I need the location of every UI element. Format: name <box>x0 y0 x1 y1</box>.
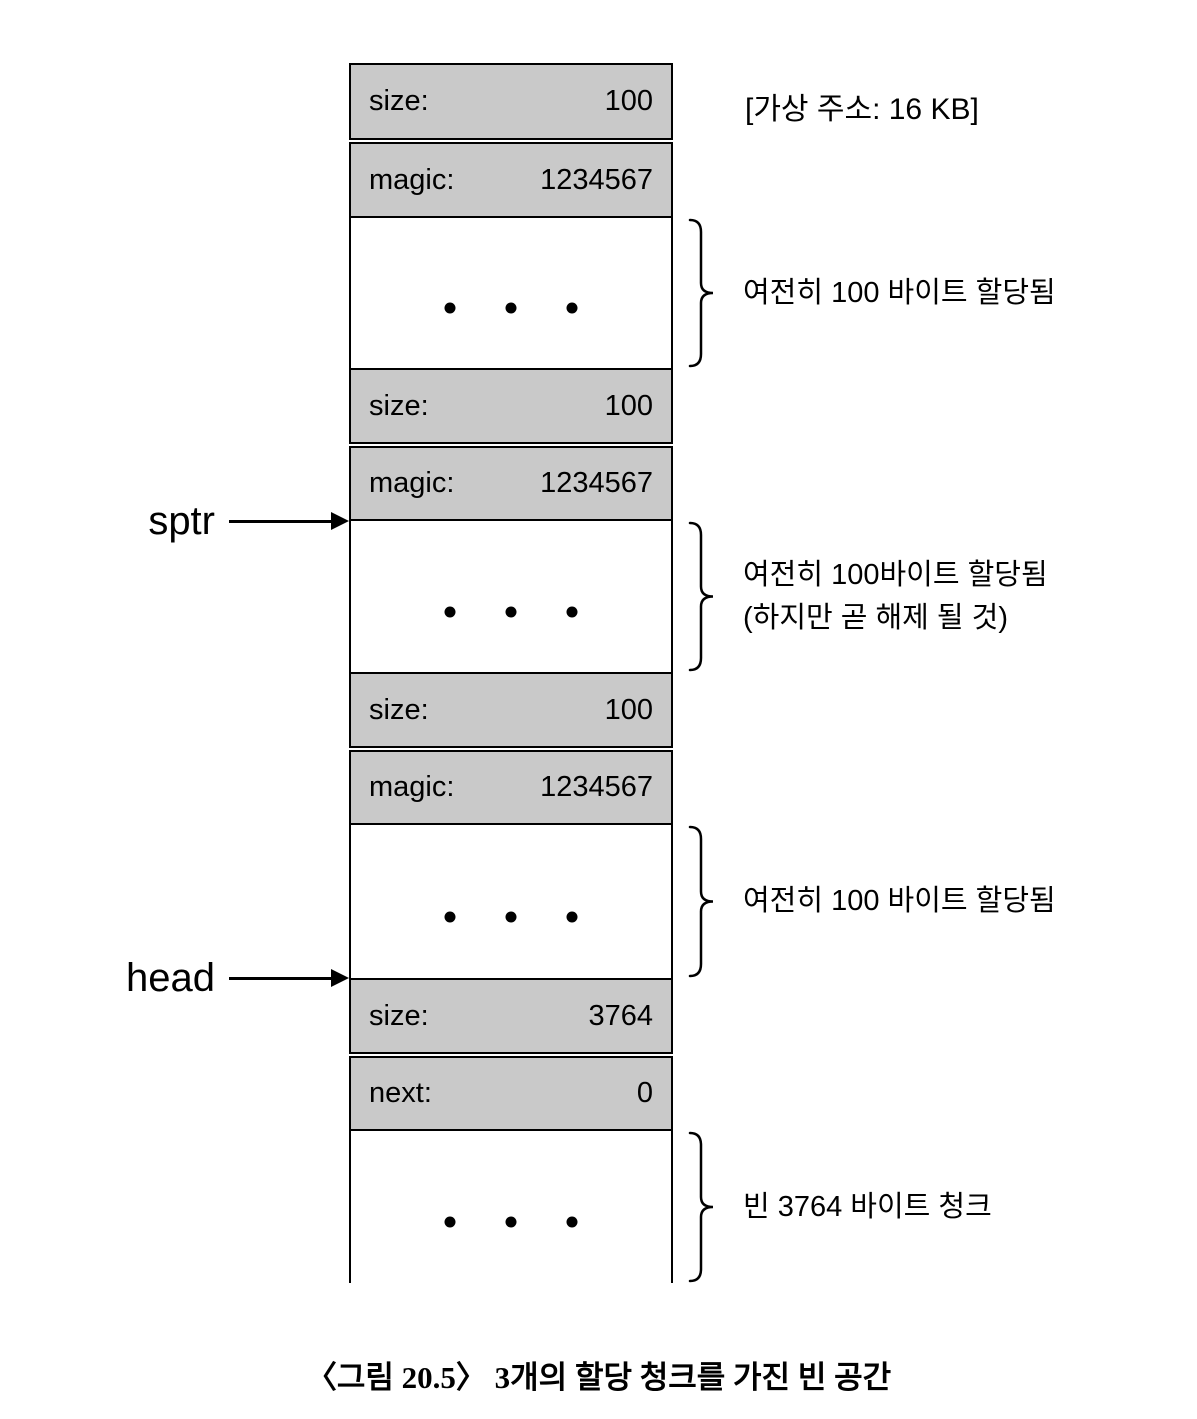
field-label: size: <box>369 693 429 726</box>
chunk1-body-region <box>349 218 673 368</box>
ellipsis-dots <box>444 606 578 618</box>
chunk3-body-region <box>349 825 673 978</box>
field-label: magic: <box>369 163 455 196</box>
field-label: size: <box>369 389 429 422</box>
virtual-address-note: [가상 주소: 16 KB] <box>745 93 979 126</box>
memory-column: size: 100 magic: 1234567 size: 100 magic… <box>349 63 673 1283</box>
sptr-label: sptr <box>148 499 215 543</box>
brace-icon <box>688 521 714 672</box>
free-chunk-body-region <box>349 1131 673 1283</box>
annotation-text: 빈 3764 바이트 청크 <box>743 1190 992 1223</box>
field-label: size: <box>369 999 429 1032</box>
brace-icon <box>688 1131 714 1283</box>
field-label: next: <box>369 1077 432 1109</box>
field-value: 1234567 <box>540 163 653 196</box>
ellipsis-dots <box>444 911 578 923</box>
sptr-pointer: sptr <box>148 501 349 541</box>
free-chunk-next-cell: next: 0 <box>349 1056 673 1131</box>
brace-icon <box>688 825 714 978</box>
field-label: size: <box>369 85 429 117</box>
annotation-allocated-1: 여전히 100 바이트 할당됨 <box>687 218 1056 368</box>
field-value: 1234567 <box>540 771 653 803</box>
brace-icon <box>688 218 714 368</box>
chunk2-body-region <box>349 521 673 672</box>
chunk1-magic-cell: magic: 1234567 <box>349 142 673 218</box>
field-value: 0 <box>636 1077 653 1109</box>
annotation-allocated-2: 여전히 100바이트 할당됨 (하지만 곧 해제 될 것) <box>687 521 1048 672</box>
figure-caption: 〈그림 20.5〉 3개의 할당 청크를 가진 빈 공간 <box>305 1360 892 1395</box>
field-value: 100 <box>604 389 653 422</box>
field-value: 3764 <box>588 999 653 1032</box>
chunk2-size-cell: size: 100 <box>349 368 673 444</box>
head-label: head <box>126 956 215 1000</box>
chunk3-size-cell: size: 100 <box>349 672 673 748</box>
free-chunk-size-cell: size: 3764 <box>349 978 673 1054</box>
annotation-free-chunk: 빈 3764 바이트 청크 <box>687 1131 992 1283</box>
head-pointer: head <box>126 958 349 998</box>
field-value: 100 <box>604 693 653 726</box>
chunk2-magic-cell: magic: 1234567 <box>349 446 673 521</box>
annotation-allocated-3: 여전히 100 바이트 할당됨 <box>687 825 1056 978</box>
chunk1-size-cell: size: 100 <box>349 63 673 140</box>
annotation-text: 여전히 100 바이트 할당됨 <box>743 276 1056 309</box>
chunk3-magic-cell: magic: 1234567 <box>349 750 673 825</box>
right-arrow-icon <box>229 969 349 987</box>
field-value: 1234567 <box>540 467 653 499</box>
right-arrow-icon <box>229 512 349 530</box>
field-label: magic: <box>369 771 455 803</box>
annotation-text: 여전히 100바이트 할당됨 (하지만 곧 해제 될 것) <box>743 559 1048 634</box>
annotation-text: 여전히 100 바이트 할당됨 <box>743 885 1056 918</box>
ellipsis-dots <box>444 1216 578 1228</box>
ellipsis-dots <box>444 302 578 314</box>
field-value: 100 <box>604 85 653 117</box>
field-label: magic: <box>369 467 455 499</box>
